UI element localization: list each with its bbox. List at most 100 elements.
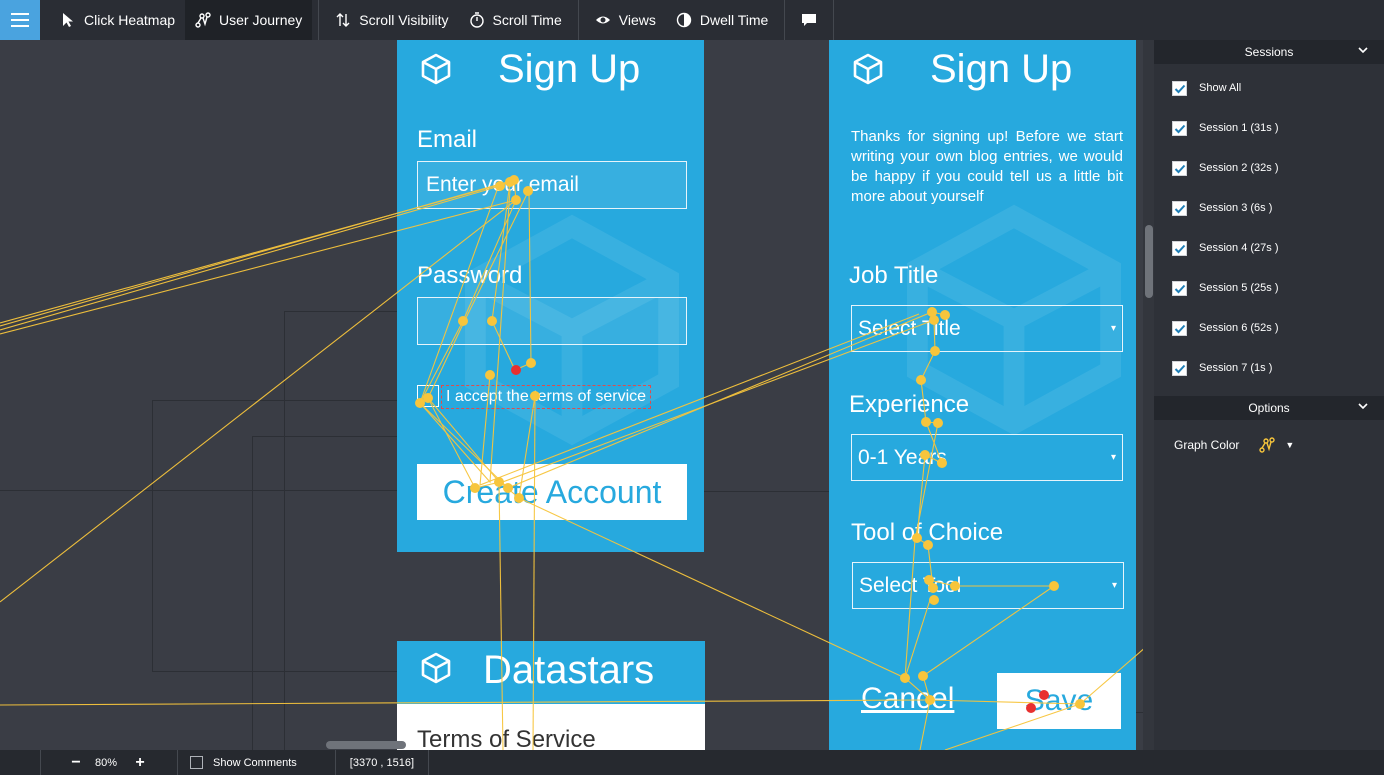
- checkmark-icon: [1174, 164, 1186, 173]
- terms-heading: Terms of Service: [417, 726, 596, 750]
- signup-title: Sign Up: [498, 47, 641, 91]
- checkmark-icon: [1174, 364, 1186, 373]
- session-checkbox[interactable]: [1172, 240, 1187, 256]
- checkmark-icon: [1174, 124, 1186, 133]
- chevron-down-icon: [1358, 403, 1368, 410]
- session-item[interactable]: Session 5 (25s ): [1154, 268, 1384, 308]
- menu-icon: [11, 13, 29, 15]
- click-heatmap-button[interactable]: Click Heatmap: [50, 0, 185, 40]
- caret-down-icon: ▼: [1285, 440, 1295, 450]
- session-label: Session 2 (32s ): [1199, 162, 1279, 174]
- checkmark-icon: [1174, 244, 1186, 253]
- session-item[interactable]: Session 3 (6s ): [1154, 188, 1384, 228]
- session-label: Show All: [1199, 82, 1242, 94]
- hamburger-menu-button[interactable]: [0, 0, 40, 40]
- signup-card: Sign Up Email Enter your email Password …: [397, 40, 704, 552]
- coordinates-readout: [3370 , 1516]: [349, 756, 415, 769]
- session-checkbox[interactable]: [1172, 200, 1187, 216]
- views-button[interactable]: Views: [585, 0, 666, 40]
- session-checkbox[interactable]: [1172, 280, 1187, 296]
- horizontal-scrollbar[interactable]: [326, 741, 406, 749]
- create-account-button[interactable]: Create Account: [417, 464, 687, 520]
- session-checkbox[interactable]: [1172, 320, 1187, 336]
- checkmark-icon: [1174, 204, 1186, 213]
- flow-connector: [704, 491, 829, 492]
- half-circle-icon: [676, 12, 692, 28]
- cube-logo-icon: [853, 53, 883, 85]
- session-item[interactable]: Session 6 (52s ): [1154, 308, 1384, 348]
- tool-select[interactable]: Select Tool▾: [852, 562, 1124, 609]
- user-journey-button[interactable]: User Journey: [185, 0, 313, 40]
- cursor-icon: [63, 13, 73, 27]
- save-button[interactable]: Save: [997, 673, 1121, 729]
- terms-panel: Terms of Service: [397, 704, 705, 750]
- email-label: Email: [417, 126, 478, 153]
- comment-icon: [802, 14, 817, 26]
- datastars-card: Datastars Terms of Service: [397, 641, 705, 750]
- top-toolbar: Click Heatmap User Journey Scroll Visibi…: [0, 0, 1384, 40]
- zoom-out-button[interactable]: −: [71, 753, 81, 771]
- sessions-header[interactable]: Sessions: [1154, 40, 1384, 64]
- experience-label: Experience: [849, 391, 970, 418]
- job-title-select[interactable]: Select Title▾: [851, 305, 1123, 352]
- session-item[interactable]: Session 4 (27s ): [1154, 228, 1384, 268]
- session-item[interactable]: Session 2 (32s ): [1154, 148, 1384, 188]
- caret-down-icon: ▾: [1110, 452, 1116, 463]
- stopwatch-icon: [469, 12, 484, 28]
- password-label: Password: [417, 262, 523, 289]
- vertical-scrollbar-track[interactable]: [1143, 40, 1154, 750]
- session-label: Session 5 (25s ): [1199, 282, 1279, 294]
- session-label: Session 3 (6s ): [1199, 202, 1273, 214]
- email-input[interactable]: Enter your email: [417, 161, 687, 209]
- dwell-time-button[interactable]: Dwell Time: [666, 0, 778, 40]
- cube-logo-icon: [421, 652, 451, 684]
- flow-connector: [0, 490, 398, 491]
- show-comments-label: Show Comments: [213, 756, 297, 769]
- zoom-in-button[interactable]: +: [135, 753, 145, 771]
- session-show-all[interactable]: Show All: [1154, 68, 1384, 108]
- caret-down-icon: ▾: [1110, 323, 1116, 334]
- profile-title: Sign Up: [930, 47, 1073, 91]
- scroll-arrows-icon: [336, 13, 350, 27]
- scroll-visibility-button[interactable]: Scroll Visibility: [325, 0, 458, 40]
- vertical-scrollbar-thumb[interactable]: [1145, 225, 1153, 298]
- profile-description: Thanks for signing up! Before we start w…: [851, 128, 1123, 205]
- session-label: Session 7 (1s ): [1199, 362, 1273, 374]
- eye-icon: [595, 16, 610, 24]
- session-checkbox[interactable]: [1172, 120, 1187, 136]
- caret-down-icon: ▾: [1111, 580, 1117, 591]
- experience-select[interactable]: 0-1 Years▾: [851, 434, 1123, 481]
- checkmark-icon: [1174, 284, 1186, 293]
- tool-label: Tool of Choice: [851, 519, 1004, 546]
- chevron-down-icon: [1358, 47, 1368, 54]
- bottom-bar: − 80% + Show Comments [3370 , 1516]: [0, 750, 1384, 775]
- datastars-title: Datastars: [483, 648, 655, 692]
- checkmark-icon: [1174, 324, 1186, 333]
- options-header[interactable]: Options: [1154, 396, 1384, 420]
- password-input[interactable]: [417, 297, 687, 345]
- profile-card: Sign Up Thanks for signing up! Before we…: [829, 40, 1136, 750]
- graph-color-row: Graph Color ▼: [1174, 437, 1295, 453]
- session-checkbox[interactable]: [1172, 80, 1187, 96]
- session-item[interactable]: Session 1 (31s ): [1154, 108, 1384, 148]
- scroll-time-button[interactable]: Scroll Time: [459, 0, 572, 40]
- session-checkbox[interactable]: [1172, 360, 1187, 376]
- terms-label: I accept the terms of service: [441, 385, 652, 409]
- session-label: Session 1 (31s ): [1199, 122, 1279, 134]
- session-checkbox[interactable]: [1172, 160, 1187, 176]
- terms-checkbox[interactable]: [417, 385, 439, 407]
- cancel-button[interactable]: Cancel: [861, 682, 955, 715]
- session-item[interactable]: Session 7 (1s ): [1154, 348, 1384, 388]
- session-label: Session 4 (27s ): [1199, 242, 1279, 254]
- zoom-level: 80%: [95, 756, 118, 769]
- journey-canvas[interactable]: Sign Up Email Enter your email Password …: [0, 40, 1154, 750]
- job-title-label: Job Title: [849, 262, 939, 289]
- session-label: Session 6 (52s ): [1199, 322, 1279, 334]
- checkmark-icon: [1174, 84, 1186, 93]
- show-comments-checkbox[interactable]: [190, 756, 204, 769]
- comments-button[interactable]: [791, 0, 827, 40]
- flow-connector: [252, 436, 398, 750]
- graph-color-picker[interactable]: ▼: [1259, 437, 1294, 453]
